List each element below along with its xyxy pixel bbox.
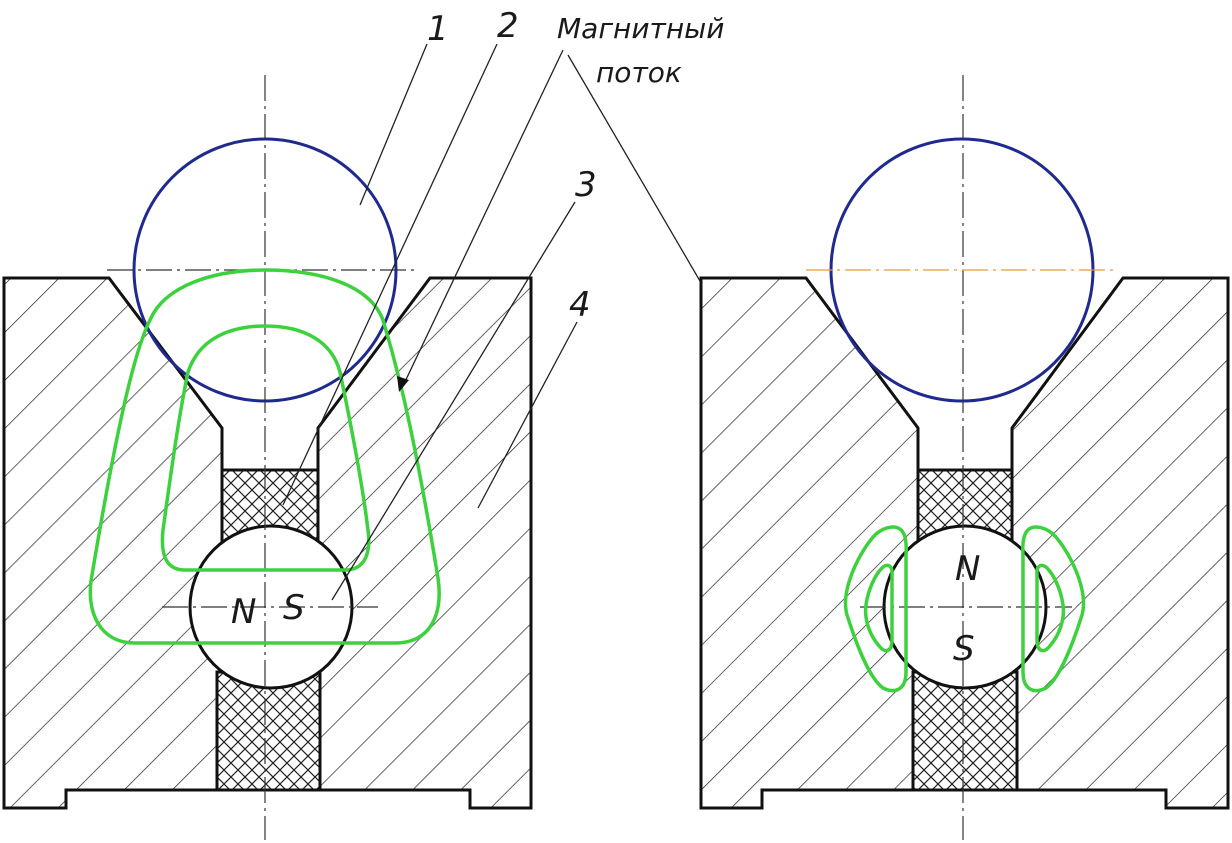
left-pole-s: S xyxy=(283,588,305,628)
left-lower-insert xyxy=(215,670,322,792)
left-pole-n: N xyxy=(231,592,256,632)
right-pole-n: N xyxy=(955,549,980,589)
right-view: N S xyxy=(699,75,1230,840)
flux-caption-line1: Магнитный xyxy=(557,12,724,45)
part-label-3: 3 xyxy=(575,165,597,205)
right-flux-left-inner xyxy=(863,563,894,653)
right-pole-s: S xyxy=(953,629,975,669)
right-flux-left-outer xyxy=(843,525,908,693)
part-label-4: 4 xyxy=(569,285,591,325)
left-flux-outer-loop xyxy=(88,268,441,645)
part-label-2: 2 xyxy=(497,6,519,46)
left-view: N S 1 2 3 4 xyxy=(2,6,597,840)
right-lower-insert xyxy=(911,670,1019,792)
flux-caption-line2: поток xyxy=(596,56,682,89)
part-label-1: 1 xyxy=(427,9,449,49)
left-flux-inner-loop xyxy=(160,324,371,572)
right-flux-right-outer xyxy=(1021,525,1086,693)
right-flux-right-inner xyxy=(1035,563,1066,653)
